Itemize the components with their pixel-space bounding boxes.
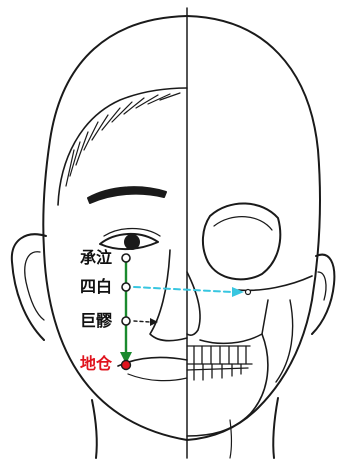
neck-right — [272, 397, 279, 459]
cheekbone — [237, 275, 313, 292]
label-dicang: 地仓 — [80, 354, 113, 373]
ear-left — [10, 233, 47, 341]
eye-socket — [202, 202, 282, 281]
mandible — [186, 333, 269, 437]
nose — [149, 249, 188, 342]
hair-hatching — [65, 92, 181, 187]
label-sibai: 四白 — [80, 277, 113, 296]
maxilla — [199, 299, 269, 345]
nasal-cavity — [186, 271, 201, 336]
point-dicang — [120, 359, 132, 371]
eyelid-line — [103, 227, 161, 237]
skull-foramen — [244, 288, 252, 296]
ear-right-inner — [317, 271, 327, 301]
skull-outline — [186, 15, 321, 441]
point-sibai — [121, 282, 131, 292]
neck-strands — [229, 419, 233, 459]
cyan-dashed-arrow — [133, 286, 233, 293]
neck-left — [91, 399, 98, 459]
ear-left-inner — [24, 251, 45, 321]
juliao-arrow — [133, 320, 151, 323]
meridian-arrowhead — [120, 352, 132, 364]
point-chengqi — [121, 253, 131, 263]
label-juliao: 巨髎 — [80, 311, 113, 330]
cyan-arrowhead — [232, 287, 244, 297]
juliao-arrowhead — [150, 318, 158, 326]
eye — [99, 232, 159, 250]
mandible-ramus — [275, 299, 294, 383]
hairline — [57, 87, 188, 206]
iris — [124, 234, 140, 250]
teeth — [186, 345, 253, 381]
head-outline-left — [42, 15, 188, 441]
label-chengqi: 承泣 — [80, 248, 113, 267]
eyebrow — [87, 186, 167, 204]
socket-inner — [213, 216, 273, 231]
lower-lip — [127, 373, 188, 382]
ear-right — [311, 253, 336, 335]
point-juliao — [121, 316, 131, 326]
